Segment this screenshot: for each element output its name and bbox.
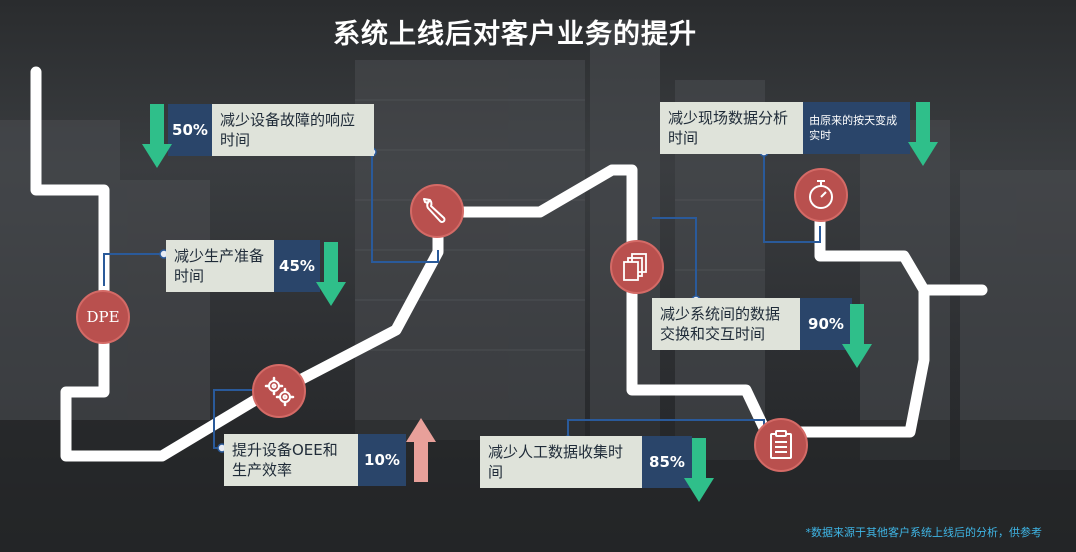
- card-value: 45%: [274, 240, 320, 292]
- node-wrench: [410, 184, 464, 238]
- node-stopwatch: [794, 168, 848, 222]
- card-text: 减少生产准备时间: [166, 240, 274, 292]
- arrow-down-icon: [842, 304, 872, 368]
- arrow-down-icon: [316, 242, 346, 306]
- gears-icon: [264, 376, 295, 407]
- card-manual-collection: 减少人工数据收集时间 85%: [480, 436, 692, 488]
- card-text: 减少人工数据收集时间: [480, 436, 642, 488]
- wrench-icon: [423, 198, 446, 223]
- node-dpe: DPE: [76, 290, 130, 344]
- stopwatch-icon: [809, 180, 833, 209]
- card-value: 90%: [800, 298, 852, 350]
- documents-icon: [623, 253, 647, 281]
- arrow-down-icon: [908, 102, 938, 166]
- node-documents: [610, 240, 664, 294]
- node-clipboard: [754, 418, 808, 472]
- card-value: 50%: [168, 104, 212, 156]
- arrow-down-icon: [684, 438, 714, 502]
- card-value: 由原来的按天变成实时: [803, 102, 910, 154]
- card-data-exchange: 减少系统间的数据交换和交互时间 90%: [652, 298, 852, 350]
- node-gears: [252, 364, 306, 418]
- arrow-up-icon: [406, 418, 436, 482]
- clipboard-icon: [770, 430, 792, 459]
- card-production-prep: 减少生产准备时间 45%: [166, 240, 320, 292]
- card-oee: 提升设备OEE和生产效率 10%: [224, 434, 406, 486]
- page-title: 系统上线后对客户业务的提升: [333, 19, 697, 50]
- dpe-label: DPE: [86, 308, 120, 326]
- card-value: 10%: [358, 434, 406, 486]
- card-field-analysis: 减少现场数据分析时间 由原来的按天变成实时: [660, 102, 910, 154]
- footnote: *数据来源于其他客户系统上线后的分析，供参考: [805, 526, 1043, 539]
- card-value: 85%: [642, 436, 692, 488]
- card-failure-response: 50% 减少设备故障的响应时间: [168, 104, 374, 156]
- card-text: 减少现场数据分析时间: [660, 102, 804, 154]
- card-text: 减少设备故障的响应时间: [212, 104, 374, 156]
- card-text: 减少系统间的数据交换和交互时间: [652, 298, 800, 350]
- card-text: 提升设备OEE和生产效率: [224, 434, 358, 486]
- arrow-down-icon: [142, 104, 172, 168]
